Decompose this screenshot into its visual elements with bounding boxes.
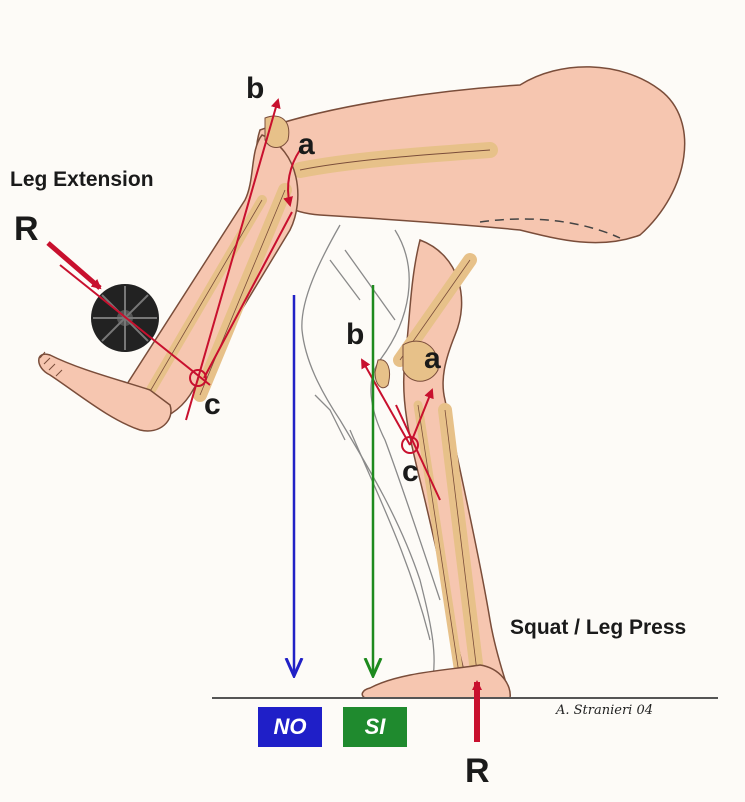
point-c-left-label: c	[204, 388, 221, 422]
leg-extension-shin	[116, 116, 298, 421]
thigh	[256, 67, 684, 243]
resistance-arrow-left	[48, 243, 100, 288]
si-verdict-badge: SI	[343, 707, 407, 747]
point-a-left-label: a	[298, 128, 315, 162]
artist-signature: A. Stranieri 04	[556, 703, 653, 718]
leg-extension-title: Leg Extension	[10, 168, 154, 192]
no-verdict-badge: NO	[258, 707, 322, 747]
point-b-left-label: b	[246, 72, 264, 106]
squat-leg-press-title: Squat / Leg Press	[510, 616, 686, 640]
point-a-right-label: a	[424, 342, 441, 376]
point-b-right-label: b	[346, 318, 364, 352]
resistance-label-left: R	[14, 210, 39, 249]
point-c-right-label: c	[402, 455, 419, 489]
resistance-label-bottom: R	[465, 752, 490, 791]
squat-foot	[362, 665, 510, 698]
